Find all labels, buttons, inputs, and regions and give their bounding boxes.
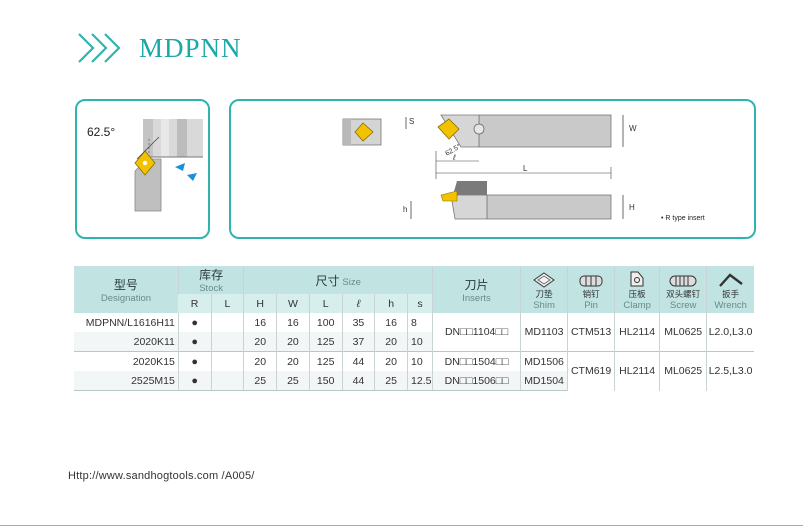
H-cell: 16 xyxy=(243,313,277,332)
dim-s-label: S xyxy=(409,117,415,126)
H-cell: 20 xyxy=(243,332,277,352)
stock-l-cell xyxy=(210,332,244,352)
ell-cell: 44 xyxy=(341,351,375,371)
h-cell: 25 xyxy=(374,371,408,391)
designation-cell: 2525M15 xyxy=(74,371,179,391)
wrench-header: 扳手 Wrench xyxy=(706,266,754,313)
table-row: 2525M15 ● 25 25 150 44 25 12.5 DN□□1506□… xyxy=(74,371,754,391)
H-cell: 20 xyxy=(243,351,277,371)
size-header: 尺寸 Size xyxy=(243,266,433,294)
ell-cell: 37 xyxy=(341,332,375,352)
designation-cell: MDPNN/L1616H11 xyxy=(74,313,179,332)
sub-W: W xyxy=(276,294,310,313)
stock-l-cell xyxy=(210,371,244,391)
shim-icon xyxy=(533,272,555,288)
workpiece-illustration xyxy=(134,119,203,212)
angle-diagram-panel: 62.5° xyxy=(75,99,210,239)
insert-cell: DN□□1504□□ xyxy=(432,351,521,371)
W-cell: 20 xyxy=(276,332,310,352)
screw-cell: ML0625 xyxy=(659,313,707,352)
screw-header: 双头螺钉 Screw xyxy=(659,266,707,313)
W-cell: 16 xyxy=(276,313,310,332)
designation-header: 型号 Designation xyxy=(100,277,152,304)
clamp-cell: HL2114 xyxy=(614,351,660,391)
shim-cell: MD1504 xyxy=(520,371,568,391)
wrench-icon xyxy=(718,273,743,287)
s-cell: 12.5 xyxy=(407,371,433,391)
stock-r-cell: ● xyxy=(177,332,212,352)
page-title: MDPNN xyxy=(139,32,242,63)
W-cell: 25 xyxy=(276,371,310,391)
designation-cell: 2020K15 xyxy=(74,351,179,371)
table-row: 2020K11 ● 20 20 125 37 20 10 xyxy=(74,332,754,352)
insert-cell: DN□□1506□□ xyxy=(432,371,521,391)
L-cell: 100 xyxy=(308,313,343,332)
L-cell: 150 xyxy=(308,371,343,391)
shim-cell: MD1103 xyxy=(520,313,568,352)
dim-ell-label: ℓ xyxy=(453,153,456,162)
insert-cell: DN□□1104□□ xyxy=(432,313,521,352)
screw-cell: ML0625 xyxy=(659,351,707,391)
s-cell: 10 xyxy=(407,351,433,371)
spec-table: 型号 Designation 库存 Stock 尺寸 Size 刀片 Inser… xyxy=(74,266,754,391)
stock-l-cell xyxy=(210,313,244,332)
r-type-note: • R type insert xyxy=(661,215,705,222)
stock-r-cell: ● xyxy=(177,371,212,391)
inserts-header: 刀片 Inserts xyxy=(432,266,521,313)
designation-cell: 2020K11 xyxy=(74,332,179,352)
sub-s: s xyxy=(407,294,433,313)
approach-angle-label: 62.5° xyxy=(87,125,116,139)
pin-icon xyxy=(579,275,603,287)
ell-cell: 35 xyxy=(341,313,375,332)
shim-cell: MD1506 xyxy=(520,351,568,371)
dim-L-label: L xyxy=(523,164,528,173)
s-cell: 8 xyxy=(407,313,433,332)
clamp-cell: HL2114 xyxy=(614,313,660,352)
h-cell: 20 xyxy=(374,351,408,371)
sub-L: L xyxy=(308,294,343,313)
table-row: 2020K15 ● 20 20 125 44 20 10 DN□□1504□□ … xyxy=(74,351,754,391)
stock-r-cell: ● xyxy=(177,351,212,371)
wrench-cell: L2.5,L3.0 xyxy=(706,351,754,391)
L-cell: 125 xyxy=(308,351,343,371)
pin-cell: CTM513 xyxy=(567,313,615,352)
L-cell: 125 xyxy=(308,332,343,352)
sub-l: L xyxy=(210,294,244,313)
pin-header: 销钉 Pin xyxy=(567,266,615,313)
table-row: MDPNN/L1616H11 ● 16 16 100 35 16 8 DN□□1… xyxy=(74,313,754,352)
ell-cell: 44 xyxy=(341,371,375,391)
toolholder-drawing xyxy=(342,114,624,220)
triple-chevron-icon xyxy=(78,33,121,63)
W-cell: 20 xyxy=(276,351,310,371)
H-cell: 25 xyxy=(243,371,277,391)
stock-l-cell xyxy=(210,351,244,371)
wrench-cell: L2.0,L3.0 xyxy=(706,313,754,352)
s-cell: 10 xyxy=(407,332,433,352)
dim-h-label: h xyxy=(403,205,408,214)
h-cell: 16 xyxy=(374,313,408,332)
sub-h: h xyxy=(374,294,408,313)
clamp-header: 压板 Clamp xyxy=(614,266,660,313)
dim-w-label: W xyxy=(629,124,637,133)
pin-cell: CTM619 xyxy=(567,351,615,391)
dimension-diagram-panel: S W 62.5° ℓ L h H • R type insert xyxy=(229,99,756,239)
screw-icon xyxy=(669,275,697,287)
title-row: MDPNN xyxy=(77,28,242,68)
clamp-icon xyxy=(630,271,644,287)
stock-header: 库存 Stock xyxy=(177,266,244,294)
footer-divider xyxy=(0,525,803,526)
website-url: Http://www.sandhogtools.com /A005/ xyxy=(68,470,255,482)
stock-r-cell: ● xyxy=(177,313,212,332)
sub-r: R xyxy=(190,297,199,310)
h-cell: 20 xyxy=(374,332,408,352)
sub-H: H xyxy=(243,294,277,313)
shim-header: 刀垫 Shim xyxy=(520,266,568,313)
sub-ell: ℓ xyxy=(341,294,375,313)
dim-H-label: H xyxy=(629,203,635,212)
